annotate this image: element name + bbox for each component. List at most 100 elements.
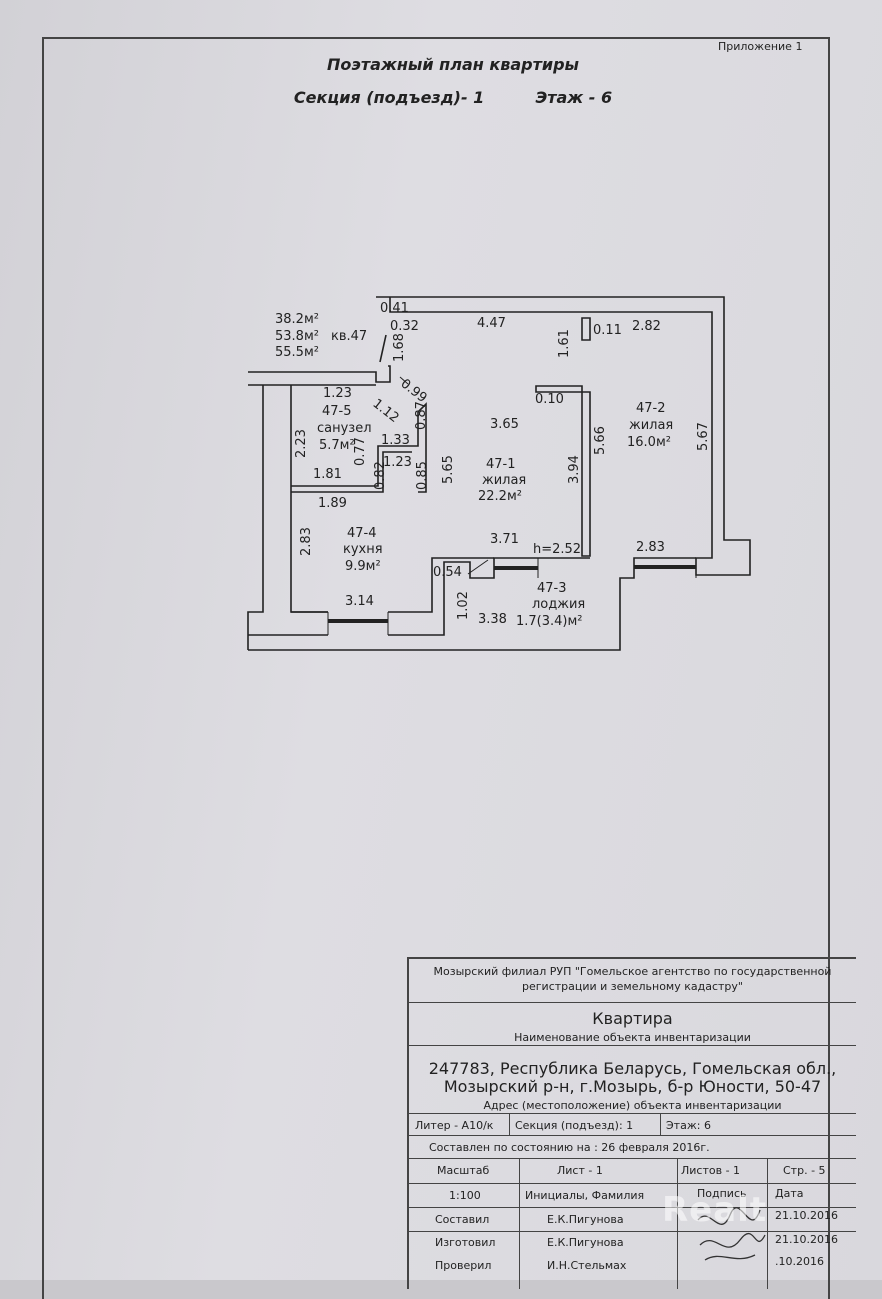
date-compiled: 21.10.2016 — [775, 1209, 838, 1222]
dim-4-47: 4.47 — [477, 316, 506, 331]
dim-3-14: 3.14 — [345, 594, 374, 609]
dim-0-11: 0.11 — [593, 323, 622, 338]
wall-bathroom — [291, 402, 427, 493]
dim-1-23-b: 1.23 — [383, 455, 412, 470]
room-living1-area: 22.2м² — [478, 489, 522, 504]
apartment-number: кв.47 — [331, 329, 367, 344]
ceiling-height: h=2.52 — [533, 542, 581, 557]
address-caption: Адрес (местоположение) объекта инвентари… — [483, 1099, 782, 1112]
dim-1-81: 1.81 — [313, 467, 342, 482]
room-loggia-area: 1.7(3.4)м² — [516, 614, 583, 629]
dim-0-82: 0.82 — [373, 461, 388, 490]
room-loggia-id: 47-3 — [537, 581, 567, 596]
initials-header: Инициалы, Фамилия — [525, 1189, 645, 1202]
area-total-1: 38.2м² — [275, 312, 319, 327]
wall-stub-2 — [379, 334, 387, 363]
date-made: 21.10.2016 — [775, 1233, 838, 1246]
org-line-1: Мозырский филиал РУП "Гомельское агентст… — [433, 965, 832, 978]
name-compiled: Е.К.Пигунова — [547, 1213, 624, 1226]
object-caption: Наименование объекта инвентаризации — [514, 1031, 751, 1044]
appendix-label: Приложение 1 — [718, 40, 803, 53]
plan-title: Поэтажный план квартиры — [327, 55, 579, 74]
area-total-2: 53.8м² — [275, 329, 319, 344]
window-room2 — [634, 565, 696, 569]
object-name: Квартира — [592, 1009, 673, 1028]
dim-1-89: 1.89 — [318, 496, 347, 511]
dim-1-33: 1.33 — [381, 433, 410, 448]
dim-0-87: 0.87 — [414, 401, 429, 430]
drawing-frame — [42, 37, 830, 1299]
dim-0-77: 0.77 — [353, 437, 368, 466]
address-line-2: Мозырский р-н, г.Мозырь, б-р Юности, 50-… — [443, 1077, 822, 1096]
dim-3-94: 3.94 — [567, 455, 582, 484]
role-made: Изготовил — [435, 1236, 496, 1249]
scale-label: Масштаб — [437, 1164, 490, 1177]
dim-3-71: 3.71 — [490, 532, 519, 547]
title-block: Мозырский филиал РУП "Гомельское агентст… — [407, 957, 856, 1289]
liter: Литер - А10/к — [415, 1119, 494, 1132]
area-total-3: 55.5м² — [275, 345, 319, 360]
room-living1-name: жилая — [482, 473, 526, 488]
date-checked: .10.2016 — [775, 1255, 824, 1268]
dim-5-66: 5.66 — [593, 426, 608, 455]
role-checked: Проверил — [435, 1259, 492, 1272]
dim-0-41: 0.41 — [380, 301, 409, 316]
sheets-label: Листов - 1 — [681, 1164, 741, 1177]
wall-kitchen-bottom — [291, 557, 494, 613]
stamp-section: Секция (подъезд): 1 — [515, 1119, 634, 1132]
scale-value: 1:100 — [449, 1189, 481, 1202]
date-header: Дата — [775, 1187, 804, 1200]
dim-1-12: 1.12 — [370, 396, 402, 426]
dim-0-54: 0.54 — [433, 565, 462, 580]
room-living2-id: 47-2 — [636, 401, 666, 416]
wall-partition-middle — [535, 385, 591, 557]
signature-header: Подпись — [697, 1187, 747, 1200]
name-made: Е.К.Пигунова — [547, 1236, 624, 1249]
address-line-1: 247783, Республика Беларусь, Гомельская … — [428, 1059, 837, 1078]
room-kitchen-id: 47-4 — [347, 526, 377, 541]
floor-label: Этаж - 6 — [535, 88, 613, 107]
page-label: Стр. - 5 — [783, 1164, 826, 1177]
dim-2-83-b: 2.83 — [636, 540, 665, 555]
wall-left — [247, 385, 328, 650]
dim-1-61: 1.61 — [557, 329, 572, 358]
dim-2-23: 2.23 — [294, 429, 309, 458]
dim-0-85: 0.85 — [415, 461, 430, 490]
stamp-floor: Этаж: 6 — [666, 1119, 711, 1132]
room-loggia-name: лоджия — [532, 597, 585, 612]
wall-stub — [581, 317, 591, 341]
dim-1-23-a: 1.23 — [323, 386, 352, 401]
room-living1-id: 47-1 — [486, 457, 516, 472]
name-checked: И.Н.Стельмах — [547, 1259, 627, 1272]
dim-3-65: 3.65 — [490, 417, 519, 432]
dim-5-67: 5.67 — [696, 422, 711, 451]
dim-2-83-a: 2.83 — [299, 527, 314, 556]
room-kitchen-area: 9.9м² — [345, 559, 381, 574]
state-date: Составлен по состоянию на : 26 февраля 2… — [429, 1141, 710, 1154]
plan-subtitle: Секция (подъезд)- 1 Этаж - 6 — [12, 88, 882, 107]
window-loggia-left — [494, 566, 538, 570]
role-compiled: Составил — [435, 1213, 490, 1226]
watermark: Realt — [662, 1190, 768, 1230]
room-living2-area: 16.0м² — [627, 435, 671, 450]
dim-1-68: 1.68 — [392, 333, 407, 362]
dim-3-38: 3.38 — [478, 612, 507, 627]
org-line-2: регистрации и земельному кадастру" — [522, 980, 743, 993]
room-bathroom-id: 47-5 — [322, 404, 352, 419]
dim-5-65: 5.65 — [441, 455, 456, 484]
dim-1-02: 1.02 — [456, 591, 471, 620]
signature-scribble — [697, 1207, 766, 1261]
floor-plan: 38.2м² 53.8м² 55.5м² кв.47 0.41 0.32 4.4… — [247, 296, 751, 651]
wall-entrance — [248, 365, 391, 386]
sheet-label: Лист - 1 — [557, 1164, 603, 1177]
dim-0-10: 0.10 — [535, 392, 564, 407]
room-bathroom-area: 5.7м² — [319, 438, 355, 453]
room-living2-name: жилая — [629, 418, 673, 433]
room-bathroom-name: санузел — [317, 421, 372, 436]
window-kitchen — [328, 619, 388, 623]
dim-0-32: 0.32 — [390, 319, 419, 334]
section-label: Секция (подъезд)- 1 — [293, 88, 485, 107]
room-kitchen-name: кухня — [343, 542, 383, 557]
dim-2-82: 2.82 — [632, 319, 661, 334]
